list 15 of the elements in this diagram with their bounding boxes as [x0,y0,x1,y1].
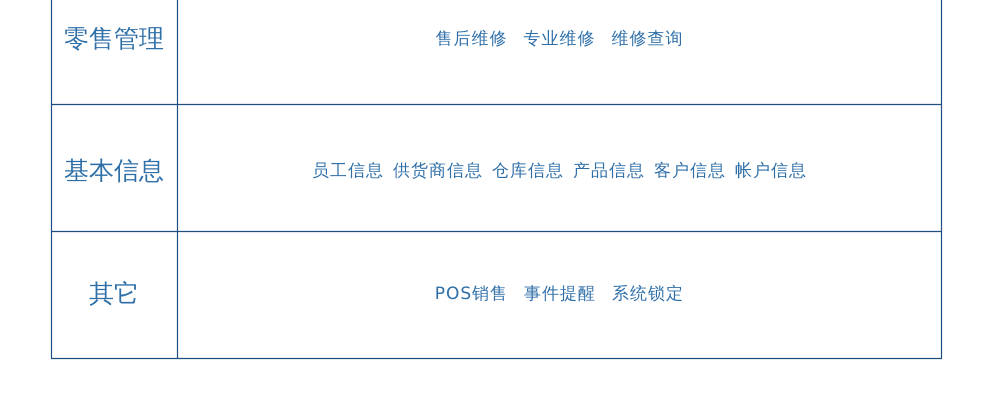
row-heading: 其它 [89,279,139,308]
feature-item: 客户信息 [654,160,726,182]
feature-item: 供货商信息 [393,160,483,182]
row-heading: 基本信息 [64,156,164,185]
feature-item: 仓库信息 [492,160,564,182]
feature-item: POS销售 [434,283,508,305]
feature-item: 员工信息 [312,160,384,182]
feature-item: 维修查询 [612,28,684,50]
feature-item: 产品信息 [573,160,645,182]
feature-item: 系统锁定 [612,283,684,305]
feature-item: 帐户信息 [735,160,807,182]
feature-item: 售后维修 [436,28,508,50]
feature-item: 专业维修 [524,28,596,50]
row-heading: 零售管理 [64,24,164,53]
feature-item: 事件提醒 [524,283,596,305]
